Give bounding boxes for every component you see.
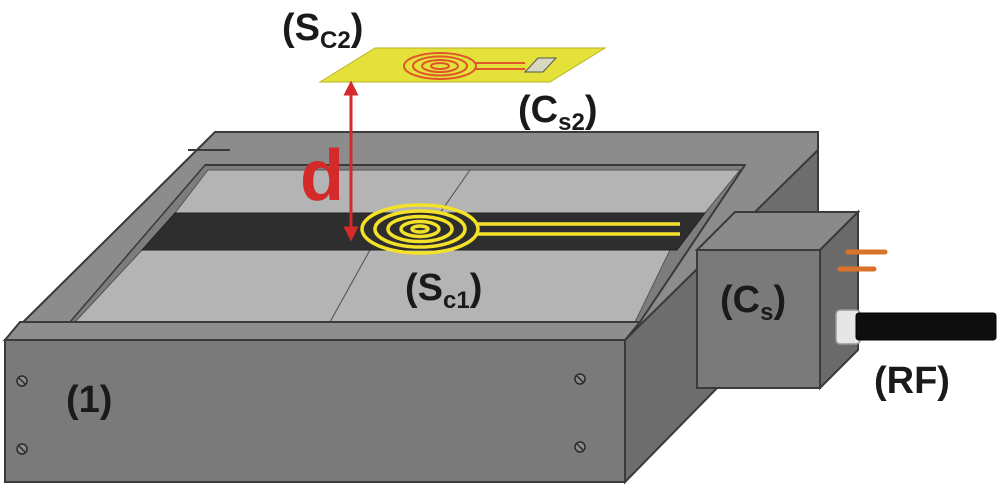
panel-back-right xyxy=(439,169,742,214)
pcb-sc2 xyxy=(318,47,607,83)
connector-pins xyxy=(837,249,888,272)
coil-sc1 xyxy=(360,203,680,255)
screw-icon xyxy=(574,373,586,385)
label-cs2: (Cs2) xyxy=(518,89,597,136)
label-sc2: (SC2) xyxy=(282,7,363,54)
label-sc1: (Sc1) xyxy=(405,267,482,314)
main-enclosure xyxy=(2,131,819,485)
screw-icon xyxy=(16,375,28,387)
screw-icon xyxy=(574,441,586,453)
screw-icon xyxy=(16,443,28,455)
label-one: (1) xyxy=(66,379,112,421)
label-rf: (RF) xyxy=(874,360,950,402)
label-d: d xyxy=(300,136,344,216)
box-front-face xyxy=(4,339,626,483)
label-cs: (Cs) xyxy=(720,279,786,326)
connector-box-cs xyxy=(694,209,997,391)
panel-front-right xyxy=(329,249,671,323)
rf-connector xyxy=(835,309,997,345)
capacitor-cs2 xyxy=(523,57,558,73)
